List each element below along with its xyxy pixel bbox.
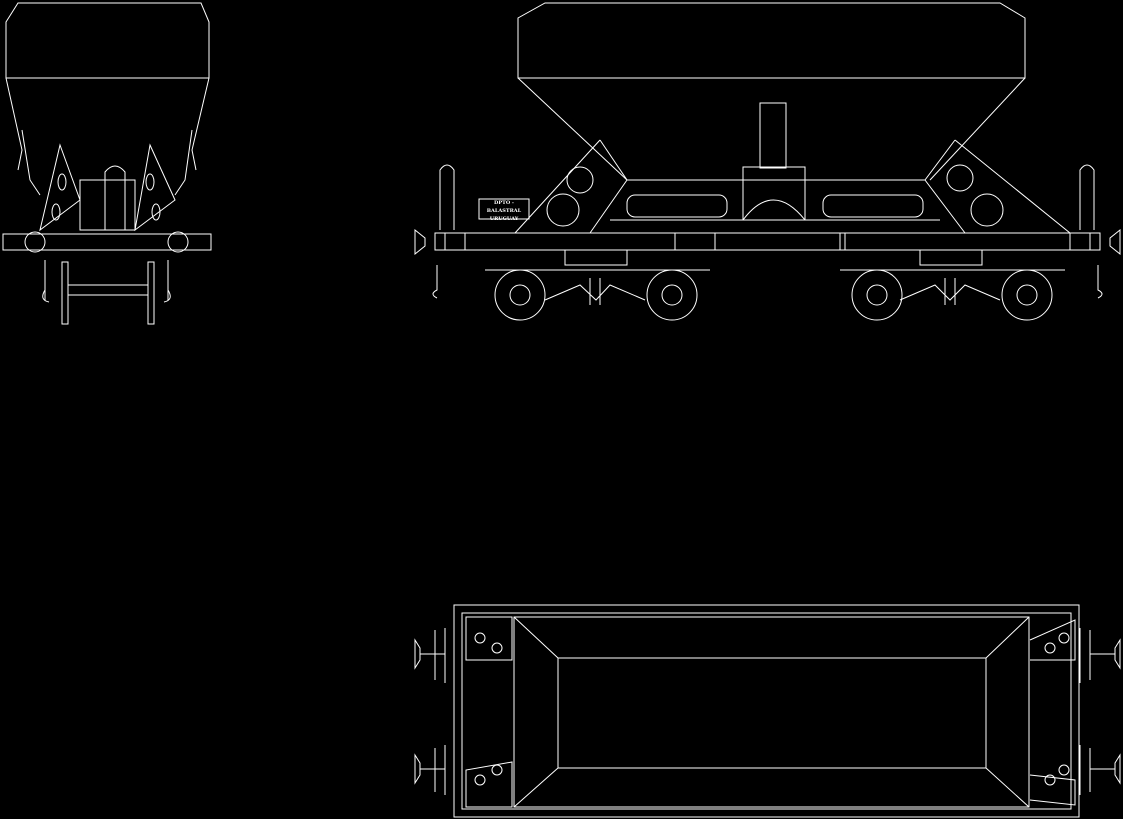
plate-line-1: DPTO - BALASTRAL: [486, 200, 522, 214]
wagon-plate-label: DPTO - BALASTRAL URUGUAY: [479, 199, 529, 222]
top-view: [414, 604, 1121, 818]
plate-line-2: URUGUAY: [489, 216, 519, 222]
end-view: [2, 2, 212, 325]
side-view: [414, 2, 1121, 321]
